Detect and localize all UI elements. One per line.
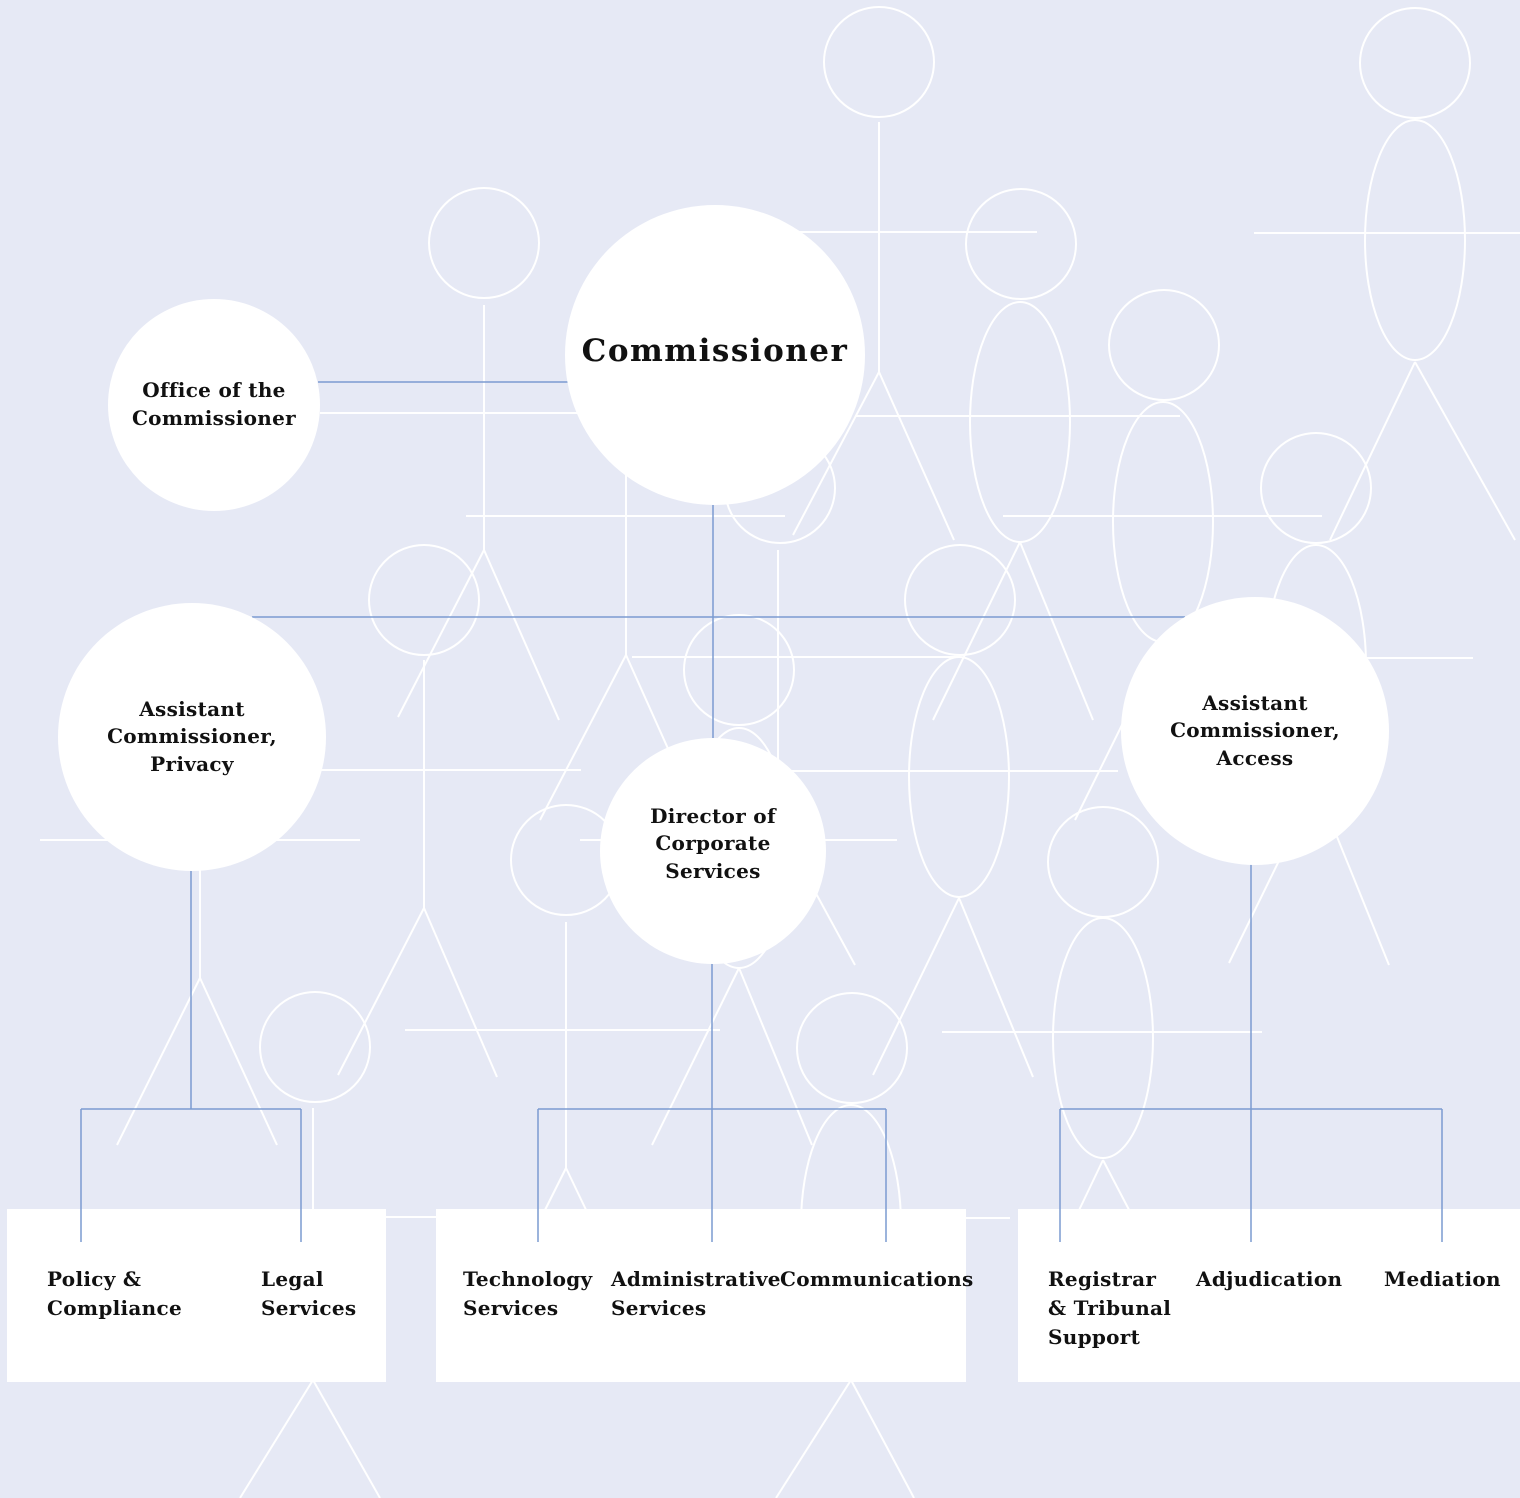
assistant-commissioner-privacy-label: Assistant Commissioner, Privacy — [107, 696, 277, 776]
director-corporate-services-node: Director of Corporate Services — [600, 738, 826, 964]
director-corporate-services-label: Director of Corporate Services — [650, 803, 776, 883]
unit-technology-services: Technology Services — [463, 1267, 593, 1320]
office-of-commissioner-label: Office of the Commissioner — [131, 378, 297, 430]
corporate-units-panel — [436, 1209, 966, 1382]
assistant-commissioner-access-label: Assistant Commissioner, Access — [1170, 690, 1340, 770]
unit-communications: Communications — [780, 1267, 974, 1291]
assistant-commissioner-privacy-node: Assistant Commissioner, Privacy — [58, 603, 326, 871]
unit-administrative-services: Administrative Services — [611, 1267, 781, 1320]
commissioner-node: Commissioner — [565, 205, 865, 505]
unit-policy-compliance: Policy & Compliance — [47, 1267, 183, 1320]
assistant-commissioner-access-node: Assistant Commissioner, Access — [1121, 597, 1389, 865]
unit-mediation: Mediation — [1384, 1267, 1501, 1291]
privacy-units-panel — [7, 1209, 386, 1382]
unit-registrar-tribunal-support: Registrar & Tribunal Support — [1048, 1267, 1172, 1349]
office-of-commissioner-node: Office of the Commissioner — [108, 299, 320, 511]
unit-adjudication: Adjudication — [1196, 1267, 1343, 1291]
unit-legal-services: Legal Services — [261, 1267, 357, 1320]
commissioner-label: Commissioner — [581, 332, 849, 369]
access-units-panel — [1018, 1209, 1520, 1382]
